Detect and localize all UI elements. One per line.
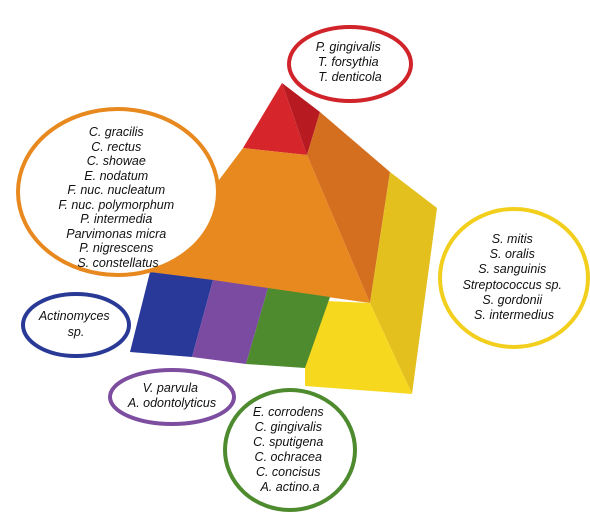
- svg-text:C. gracilis C. rectus: C. gracilis C. rectus C. showae E. nodat…: [58, 125, 177, 270]
- orange-species-5: F. nuc. nucleatum: [67, 183, 165, 197]
- purple-species-1: V. parvula: [143, 381, 198, 395]
- red-complex-tip-front: [243, 83, 307, 155]
- red-complex-ellipse: [287, 25, 413, 103]
- orange-complex-front: [150, 148, 370, 303]
- orange-species-3: C. showae: [87, 154, 146, 168]
- yellow-species-6: S. intermedius: [474, 308, 554, 322]
- blue-species-1: Actinomyces: [38, 309, 110, 323]
- green-species-3: C. sputigena: [253, 435, 323, 449]
- orange-species-1: C. gracilis: [89, 125, 144, 139]
- orange-species-7: P. intermedia: [80, 212, 152, 226]
- green-species-2: C. gingivalis: [255, 420, 322, 434]
- yellow-species-1: S. mitis: [492, 232, 533, 246]
- orange-species-4: E. nodatum: [84, 169, 148, 183]
- orange-species-8: Parvimonas micra: [66, 227, 166, 241]
- orange-species-9: P. nigrescens: [79, 241, 153, 255]
- svg-text:V. parvula A. odontolyticu: V. parvula A. odontolyticus: [127, 381, 216, 410]
- orange-complex-ellipse: [16, 107, 220, 277]
- green-complex-base: [246, 288, 330, 368]
- svg-text:P. gingivalis T. forsythia: P. gingivalis T. forsythia T. denticola: [316, 40, 385, 84]
- green-species-1: E. corrodens: [253, 405, 324, 419]
- green-species-6: A. actino.a: [259, 480, 319, 494]
- orange-species-10: S. constellatus: [77, 256, 158, 270]
- yellow-complex-front: [305, 300, 412, 394]
- purple-complex-ellipse: [108, 368, 236, 426]
- purple-complex-base: [192, 280, 268, 364]
- svg-text:S. mitis S. oralis S.: S. mitis S. oralis S. sanguinis Streptoc…: [463, 232, 566, 322]
- green-species-5: C. concisus: [256, 465, 321, 479]
- red-species-1: P. gingivalis: [316, 40, 381, 54]
- yellow-complex-side: [370, 172, 437, 394]
- blue-complex-base: [130, 272, 213, 357]
- orange-species-6: F. nuc. polymorphum: [58, 198, 174, 212]
- yellow-species-4: Streptococcus sp.: [463, 278, 562, 292]
- purple-species-2: A. odontolyticus: [127, 396, 216, 410]
- green-complex-ellipse: [223, 388, 357, 512]
- blue-complex-ellipse: [21, 292, 131, 358]
- red-species-2: T. forsythia: [318, 55, 379, 69]
- orange-species-2: C. rectus: [91, 140, 141, 154]
- svg-text:E. corrodens C. gingivalis: E. corrodens C. gingivalis C. sputigena …: [253, 405, 327, 494]
- red-complex-tip-side: [282, 83, 320, 155]
- yellow-species-2: S. oralis: [490, 247, 535, 261]
- green-species-4: C. ochracea: [255, 450, 322, 464]
- yellow-species-5: S. gordonii: [482, 293, 543, 307]
- blue-species-2: sp.: [68, 325, 85, 339]
- orange-complex-side: [307, 112, 390, 303]
- yellow-complex-ellipse: [438, 207, 590, 349]
- red-species-3: T. denticola: [318, 70, 382, 84]
- svg-text:Actinomyces sp.: Actinomyces sp.: [38, 309, 113, 339]
- yellow-species-3: S. sanguinis: [478, 262, 546, 276]
